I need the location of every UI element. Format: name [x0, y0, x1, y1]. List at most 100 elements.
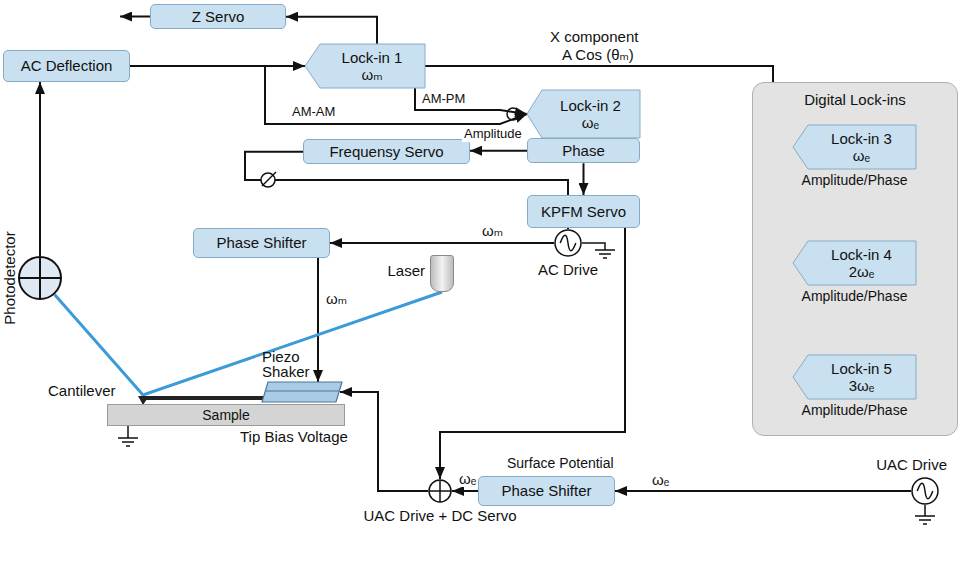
- node-caption: Piezo Shaker: [262, 349, 318, 381]
- ground-symbol: [118, 426, 138, 446]
- node-label: ωₑ: [853, 147, 870, 164]
- ac-source: AC Drive: [554, 229, 582, 257]
- ac-source: UAC Drive: [911, 477, 939, 505]
- annotation-label: Cantilever: [46, 382, 118, 399]
- signal-arrow: [415, 88, 527, 114]
- lock-in-shape: [793, 241, 916, 285]
- process-box: Phase Shifter: [478, 476, 615, 506]
- laser-source: Laser: [430, 255, 454, 292]
- signal-arrow: [470, 150, 527, 152]
- signal-arrow: [286, 17, 377, 44]
- annotation-label: Amplitude: [462, 127, 524, 142]
- circle-shape: [429, 480, 451, 502]
- node-label: Lock-in 2: [560, 97, 621, 114]
- signal-arrow: [425, 66, 793, 147]
- summing-junction: UAC Drive + DC Servo: [428, 479, 452, 503]
- switch-symbol: [261, 173, 275, 187]
- node-label: Lock-in 4: [831, 246, 892, 263]
- cantilever-beam: [142, 396, 266, 400]
- node-caption: Amplitude/Phase: [802, 288, 908, 304]
- process-box: KPFM Servo: [527, 195, 640, 228]
- signal-label: ωₘ: [324, 290, 349, 307]
- signal-arrow: [615, 490, 911, 492]
- node-label: Phase: [562, 142, 605, 159]
- node-label: Lock-in 5: [831, 360, 892, 377]
- signal-arrow: [440, 228, 625, 479]
- node-caption: Photodetector: [1, 231, 18, 324]
- signal-arrow: [425, 66, 793, 377]
- node-label: 2ωₑ: [849, 263, 875, 280]
- lock-in-amplifier: Lock-in 42ωₑAmplitude/Phase: [793, 241, 916, 285]
- node-label: Phase Shifter: [501, 482, 591, 499]
- lock-in-amplifier: Lock-in 3ωₑAmplitude/Phase: [793, 125, 916, 169]
- signal-arrow: [425, 66, 793, 263]
- servo-output-arrow: [120, 16, 150, 18]
- process-box: Phase Shifter: [193, 228, 330, 258]
- circle-shape: [912, 478, 938, 504]
- piezo-shape: [262, 382, 342, 402]
- lock-in-shape: [305, 44, 425, 88]
- circle-shape: [19, 257, 61, 299]
- node-label: ωₘ: [361, 66, 382, 83]
- process-box: Frequensy Servo: [303, 139, 470, 164]
- signal-arrow: [452, 490, 478, 492]
- node-caption: AC Drive: [538, 261, 598, 278]
- pd-outline: [18, 256, 62, 300]
- source-outline: [911, 477, 939, 505]
- signal-label: ωₑ: [650, 471, 671, 488]
- ground-symbol: [582, 243, 615, 258]
- node-caption: UAC Drive: [876, 456, 947, 473]
- ground-symbol: [915, 505, 935, 524]
- signal-arrow: [317, 258, 319, 382]
- lock-in-shape: [527, 90, 640, 138]
- node-label: Lock-in 3: [831, 130, 892, 147]
- node-caption: Laser: [387, 262, 425, 279]
- cross-symbol: [429, 480, 451, 502]
- node-label: ωₑ: [582, 114, 599, 131]
- process-box: AC Deflection: [3, 50, 130, 82]
- signal-label: Tip Bias Voltage: [238, 428, 350, 445]
- lock-in-shape: [793, 355, 916, 399]
- node-label: KPFM Servo: [541, 203, 626, 220]
- annotation-label: X component: [548, 28, 640, 45]
- signal-label: ωₘ: [480, 222, 505, 239]
- signal-arrow: [39, 82, 41, 256]
- lock-in-amplifier: Lock-in 1ωₘ: [305, 44, 425, 88]
- node-label: Sample: [202, 407, 249, 423]
- node-label: AC Deflection: [21, 57, 113, 74]
- cross-symbol: [19, 257, 61, 299]
- sine-symbol: [560, 235, 576, 251]
- node-caption: UAC Drive + DC Servo: [364, 507, 517, 524]
- photodetector: Photodetector: [18, 256, 62, 300]
- signal-label: AM-PM: [420, 92, 467, 107]
- piezo-shaker: Piezo Shaker: [262, 382, 342, 402]
- node-label: Lock-in 1: [342, 49, 403, 66]
- piezo-outline: [262, 382, 342, 402]
- source-outline: [554, 229, 582, 257]
- sum-outline: [428, 479, 452, 503]
- group-panel: Lock-in 3ωₑAmplitude/PhaseLock-in 42ωₑAm…: [752, 82, 958, 436]
- lock-in-amplifier: Lock-in 2ωₑ: [527, 90, 640, 138]
- switch-symbol: [507, 108, 519, 120]
- signal-arrow: [340, 392, 428, 491]
- annotation-label: Surface Potential: [505, 455, 616, 471]
- node-label: Z Servo: [192, 8, 245, 25]
- annotation-label: A Cos (θₘ): [560, 46, 636, 63]
- node-label: Frequensy Servo: [329, 143, 443, 160]
- signal-arrow: [583, 163, 585, 195]
- process-box: Z Servo: [150, 4, 286, 29]
- signal-label: AM-AM: [290, 105, 337, 120]
- signal-label: ωₑ: [457, 470, 478, 487]
- signal-arrow: [330, 242, 554, 244]
- node-caption: Amplitude/Phase: [802, 402, 908, 418]
- circle-shape: [555, 230, 581, 256]
- laser-beam: [55, 292, 442, 395]
- process-box: Phase: [527, 138, 640, 163]
- lock-in-amplifier: Lock-in 53ωₑAmplitude/Phase: [793, 355, 916, 399]
- switch-lever: [262, 172, 276, 186]
- sample-plate: Sample: [107, 404, 345, 426]
- piezo-layer: [266, 391, 339, 392]
- lock-in-shape: [793, 125, 916, 169]
- node-label: Phase Shifter: [216, 234, 306, 251]
